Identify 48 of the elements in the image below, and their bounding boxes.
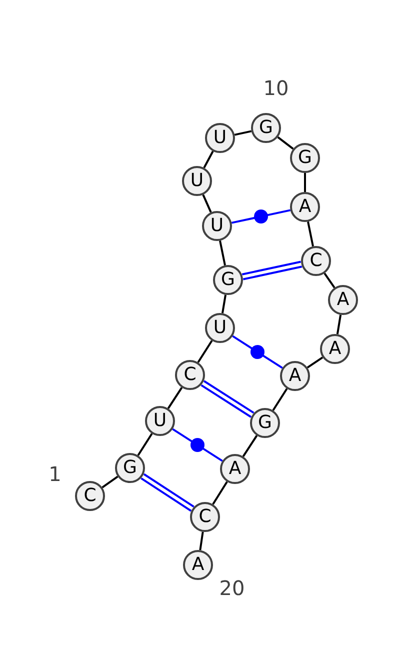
- backbone-line: [221, 294, 227, 314]
- backbone-line: [137, 433, 153, 456]
- backbone-line: [234, 130, 252, 136]
- backbone-line: [102, 476, 118, 488]
- position-number: 10: [263, 76, 289, 100]
- nucleotide-circle: A: [320, 334, 350, 364]
- nucleotide-circle: U: [145, 406, 175, 436]
- nucleotide-circle: G: [250, 408, 280, 438]
- nucleotide-circle: U: [205, 123, 235, 153]
- nucleotide-circle: G: [290, 143, 320, 173]
- base-pair-line: [172, 428, 223, 462]
- nucleotide-circle: A: [183, 550, 213, 580]
- nucleotide-circle: A: [290, 192, 320, 222]
- position-number: 1: [48, 462, 62, 486]
- base-pair-line: [200, 380, 255, 418]
- backbone-line: [307, 222, 314, 246]
- nucleotide-circle: C: [175, 360, 205, 390]
- nucleotide-circle: C: [301, 246, 331, 276]
- base-pair-line: [241, 260, 303, 280]
- backbone-line: [202, 194, 212, 213]
- backbone-line: [324, 272, 336, 288]
- nucleotide-circle: A: [280, 361, 310, 391]
- backbone-line: [212, 481, 228, 505]
- backbone-line: [203, 150, 214, 168]
- nucleotide-circle: U: [205, 313, 235, 343]
- nucleotide-circle: U: [182, 166, 212, 196]
- nucleotide-circle: C: [190, 502, 220, 532]
- backbone-line: [304, 173, 306, 192]
- nucleotide-circle: G: [213, 265, 243, 295]
- backbone-line: [167, 387, 183, 409]
- backbone-line: [242, 435, 258, 457]
- base-pair-line: [231, 209, 291, 224]
- backbone-line: [272, 388, 288, 411]
- base-pair-line: [232, 335, 283, 369]
- position-number: 20: [219, 576, 245, 600]
- backbone-line: [219, 240, 226, 266]
- nucleotide-circle: A: [328, 285, 358, 315]
- nucleotide-circle: C: [75, 481, 105, 511]
- nucleotide-circle: G: [115, 453, 145, 483]
- nucleotide-circle: U: [202, 211, 232, 241]
- base-pair-line: [140, 473, 195, 512]
- backbone-line: [336, 314, 342, 334]
- backbone-line: [197, 340, 213, 363]
- backbone-line: [199, 532, 204, 550]
- backbone-line: [306, 356, 324, 368]
- nucleotide-circle: G: [251, 113, 281, 143]
- backbone-line: [277, 136, 294, 150]
- nucleotide-circle: A: [220, 454, 250, 484]
